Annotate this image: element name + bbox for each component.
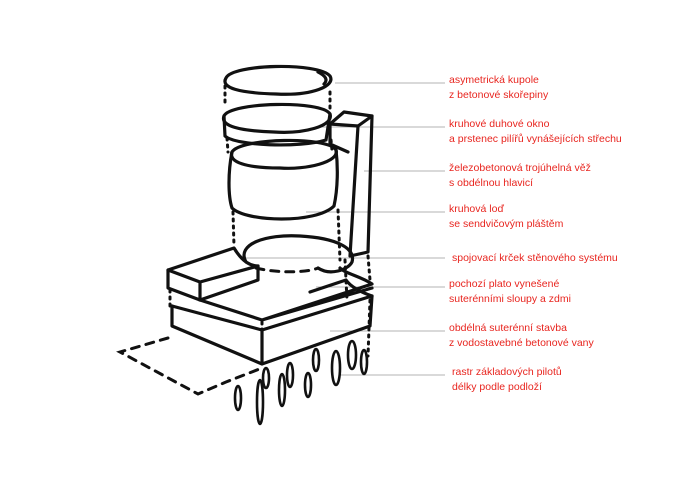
pile <box>277 372 287 408</box>
label-link: spojovací krček stěnového systému <box>452 251 618 266</box>
label-plateau-line2: suterénními sloupy a zdmi <box>449 293 571 305</box>
label-piles-line2: délky podle podloží <box>452 381 542 393</box>
label-piles: rastr základových pilotů délky podle pod… <box>452 365 562 395</box>
pile <box>303 371 313 399</box>
dome-connector <box>223 84 332 110</box>
label-nave: kruhová loď se sendvičovým pláštěm <box>449 202 563 232</box>
pile <box>311 347 321 373</box>
pile <box>233 384 243 412</box>
footprint-outline <box>116 336 264 396</box>
pile <box>285 361 295 389</box>
label-plateau-line1: pochozí plato vynešené <box>449 278 560 290</box>
label-ring-window-line1: kruhové duhové okno <box>449 118 550 130</box>
label-ring-window: kruhové duhové okno a prstenec pilířů vy… <box>449 117 622 147</box>
label-basement: obdélná suterénní stavba z vodostavebné … <box>449 321 594 351</box>
tower-connector <box>366 254 372 358</box>
label-dome-line1: asymetrická kupole <box>449 74 539 86</box>
pile <box>330 349 342 387</box>
pile <box>261 366 271 390</box>
label-plateau: pochozí plato vynešené suterénními sloup… <box>449 277 571 307</box>
label-tower-line1: železobetonová trojúhelná věž <box>449 162 591 174</box>
label-dome-line2: z betonové skořepiny <box>449 89 549 101</box>
dome-shape <box>223 64 333 96</box>
nave-shape <box>227 138 339 221</box>
plateau-shape <box>166 246 374 322</box>
pile <box>346 339 358 371</box>
leader-lines <box>240 82 445 376</box>
label-ring-window-line2: a prstenec pilířů vynášejících střechu <box>449 133 622 145</box>
piles-shape <box>233 339 369 426</box>
tower-shape <box>328 110 374 258</box>
pile <box>255 378 265 426</box>
label-tower-line2: s obdélnou hlavicí <box>449 177 534 189</box>
basement-shape <box>170 278 374 366</box>
label-link-line1: spojovací krček stěnového systému <box>452 252 618 264</box>
pile <box>359 348 369 376</box>
label-nave-line1: kruhová loď <box>449 203 504 215</box>
label-piles-line1: rastr základových pilotů <box>452 366 562 378</box>
label-basement-line1: obdélná suterénní stavba <box>449 322 567 334</box>
label-tower: železobetonová trojúhelná věž s obdélnou… <box>449 161 591 191</box>
label-basement-line2: z vodostavebné betonové vany <box>449 337 594 349</box>
ring-window-shape <box>221 102 332 147</box>
label-dome: asymetrická kupole z betonové skořepiny <box>449 73 548 103</box>
link-shape <box>242 234 355 274</box>
label-nave-line2: se sendvičovým pláštěm <box>449 218 564 230</box>
